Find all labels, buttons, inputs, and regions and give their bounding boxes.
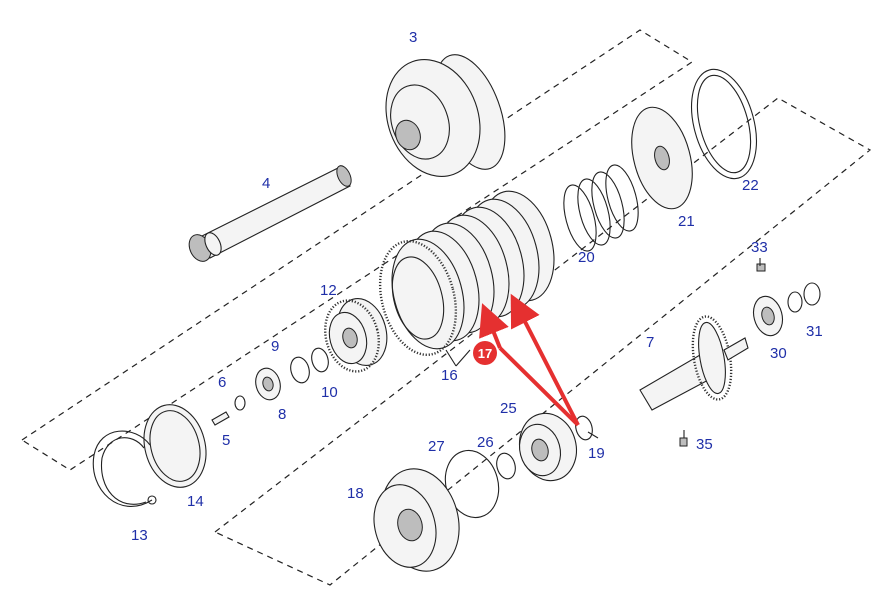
part-10-snap-ring [311,347,329,373]
part-14-seal [143,404,207,488]
highlight-badge-17: 17 [473,341,497,365]
part-33-plug [756,263,766,272]
part-12-gear [324,298,388,373]
label-part-22: 22 [742,177,759,194]
part-4-shaft [188,165,352,262]
label-part-16: 16 [441,367,458,384]
label-part-10: 10 [321,384,338,401]
label-part-30: 30 [770,345,787,362]
part-19-ring [575,415,593,441]
part-25-flange [518,412,577,482]
part-31-ring-b [803,282,821,306]
label-part-19: 19 [588,445,605,462]
part-18-housing [373,468,460,572]
label-part-33: 33 [751,239,768,256]
part-30-bearing [752,295,784,337]
label-part-18: 18 [347,485,364,502]
label-part-4: 4 [262,175,271,192]
part-7-gear-shaft [639,315,749,411]
label-part-31: 31 [806,323,823,340]
label-part-25: 25 [500,400,517,417]
label-part-26: 26 [477,434,494,451]
part-6-washer [234,395,246,411]
label-part-13: 13 [131,527,148,544]
label-part-3: 3 [409,29,418,46]
label-part-8: 8 [278,406,287,423]
label-part-7: 7 [646,334,655,351]
label-part-12: 12 [320,282,337,299]
part-3-drum [385,54,506,177]
part-26-ring [496,452,516,480]
upper-assembly-boundary [20,29,694,471]
lower-assembly-boundary [213,97,872,586]
highlight-arrow-a [498,346,580,427]
label-part-9: 9 [271,338,280,355]
label-part-20: 20 [578,249,595,266]
leader-lines [445,258,761,439]
label-part-6: 6 [218,374,227,391]
part-8-bearing [255,367,281,401]
label-part-14: 14 [187,493,204,510]
part-21-disc [631,106,693,210]
part-13-circlip [92,430,153,507]
highlight-arrow-c [510,293,580,426]
label-part-21: 21 [678,213,695,230]
part-16-clutch-plates [378,190,555,356]
part-31-ring-a [787,291,803,313]
part-20-springs [563,164,639,252]
label-part-35: 35 [696,436,713,453]
part-22-ring [691,68,757,180]
part-9-snap-ring [290,356,310,384]
label-part-5: 5 [222,432,231,449]
part-35-plug [679,437,688,447]
part-5-bolt [211,411,230,426]
label-part-27: 27 [428,438,445,455]
highlight-arrow-b [479,303,509,349]
